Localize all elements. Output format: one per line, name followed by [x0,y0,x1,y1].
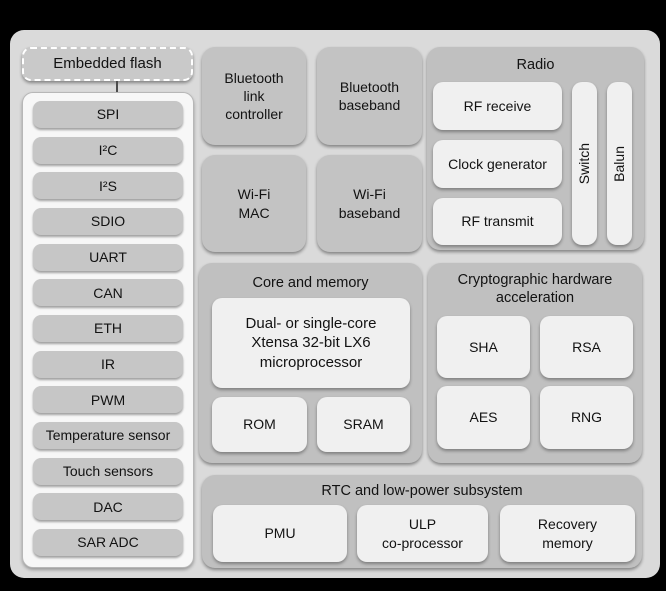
ulp-coprocessor-box: ULP co-processor [357,505,488,562]
aes-label: AES [469,409,498,426]
aes-box: AES [437,386,530,449]
wifi-baseband-label: Wi-Fi baseband [338,186,401,221]
peripheral-ir: IR [33,350,183,378]
rng-label: RNG [570,409,603,426]
peripheral-label: I²C [98,142,118,159]
clock-generator-label: Clock generator [448,155,547,172]
rtc-title: RTC and low-power subsystem [321,483,523,499]
core-memory-title: Core and memory [252,275,369,291]
cpu-box: Dual- or single-core Xtensa 32-bit LX6 m… [212,298,410,388]
rf-transmit-label: RF transmit [461,213,534,230]
peripheral-label: SAR ADC [77,534,139,551]
embedded-flash-box: Embedded flash [22,47,193,81]
radio-section: Radio RF receive Clock generator RF tran… [427,47,644,250]
rf-receive-box: RF receive [433,82,562,130]
peripheral-uart: UART [33,243,183,271]
peripheral-label: IR [101,356,115,372]
sha-label: SHA [469,338,498,355]
core-memory-section: Core and memory Dual- or single-core Xte… [199,263,422,463]
radio-title: Radio [516,57,555,73]
peripheral-label: DAC [93,498,123,515]
peripheral-label: ETH [94,320,122,337]
peripherals-panel: SPI I²C I²S SDIO UART CAN ETH IR PWM Tem… [22,92,194,568]
embedded-flash-label: Embedded flash [53,55,162,73]
peripheral-sdio: SDIO [33,207,183,235]
wifi-mac-label: Wi-Fi MAC [237,186,271,221]
wifi-mac-box: Wi-Fi MAC [202,155,306,252]
peripheral-label: Temperature sensor [45,427,171,444]
peripheral-i2s: I²S [33,172,183,200]
rf-transmit-box: RF transmit [433,198,562,245]
peripheral-touch-sensors: Touch sensors [33,457,183,485]
rsa-label: RSA [572,338,601,355]
rtc-section: RTC and low-power subsystem PMU ULP co-p… [202,475,642,568]
wifi-baseband-box: Wi-Fi baseband [317,155,422,252]
crypto-section: Cryptographic hardware acceleration SHA … [428,263,642,463]
peripheral-dac: DAC [33,493,183,521]
peripheral-label: UART [89,249,127,266]
balun-label: Balun [611,145,628,182]
peripheral-spi: SPI [33,101,183,128]
rsa-box: RSA [540,316,633,378]
peripheral-eth: ETH [33,314,183,342]
switch-box: Switch [572,82,597,245]
sha-box: SHA [437,316,530,378]
bluetooth-baseband-label: Bluetooth baseband [338,78,401,113]
peripheral-i2c: I²C [33,136,183,164]
peripheral-label: SPI [96,106,120,123]
peripheral-label: Touch sensors [62,462,154,479]
bluetooth-link-controller-box: Bluetooth link controller [202,47,306,145]
clock-generator-box: Clock generator [433,140,562,188]
flash-connector-line [116,81,118,102]
peripheral-temperature-sensor: Temperature sensor [33,421,183,449]
peripheral-label: I²S [99,177,117,194]
rng-box: RNG [540,386,633,449]
bluetooth-baseband-box: Bluetooth baseband [317,47,422,145]
rf-receive-label: RF receive [463,97,532,114]
sram-box: SRAM [317,397,410,452]
rom-box: ROM [212,397,307,452]
recovery-memory-box: Recovery memory [500,505,635,562]
cpu-label: Dual- or single-core Xtensa 32-bit LX6 m… [245,314,377,371]
crypto-title: Cryptographic hardware acceleration [457,272,613,307]
balun-box: Balun [607,82,632,245]
bluetooth-link-controller-label: Bluetooth link controller [224,69,284,123]
pmu-label: PMU [264,525,296,542]
rom-label: ROM [243,416,276,433]
peripheral-pwm: PWM [33,386,183,414]
peripheral-label: CAN [93,284,123,301]
chip-body: Embedded flash SPI I²C I²S SDIO UART CAN… [10,30,660,578]
sram-label: SRAM [343,416,384,433]
peripheral-label: PWM [90,391,126,408]
pmu-box: PMU [213,505,347,562]
peripheral-can: CAN [33,279,183,307]
switch-label: Switch [576,142,593,185]
peripheral-sar-adc: SAR ADC [33,528,183,556]
peripheral-label: SDIO [90,213,126,230]
ulp-coprocessor-label: ULP co-processor [382,516,463,551]
recovery-memory-label: Recovery memory [537,516,598,551]
